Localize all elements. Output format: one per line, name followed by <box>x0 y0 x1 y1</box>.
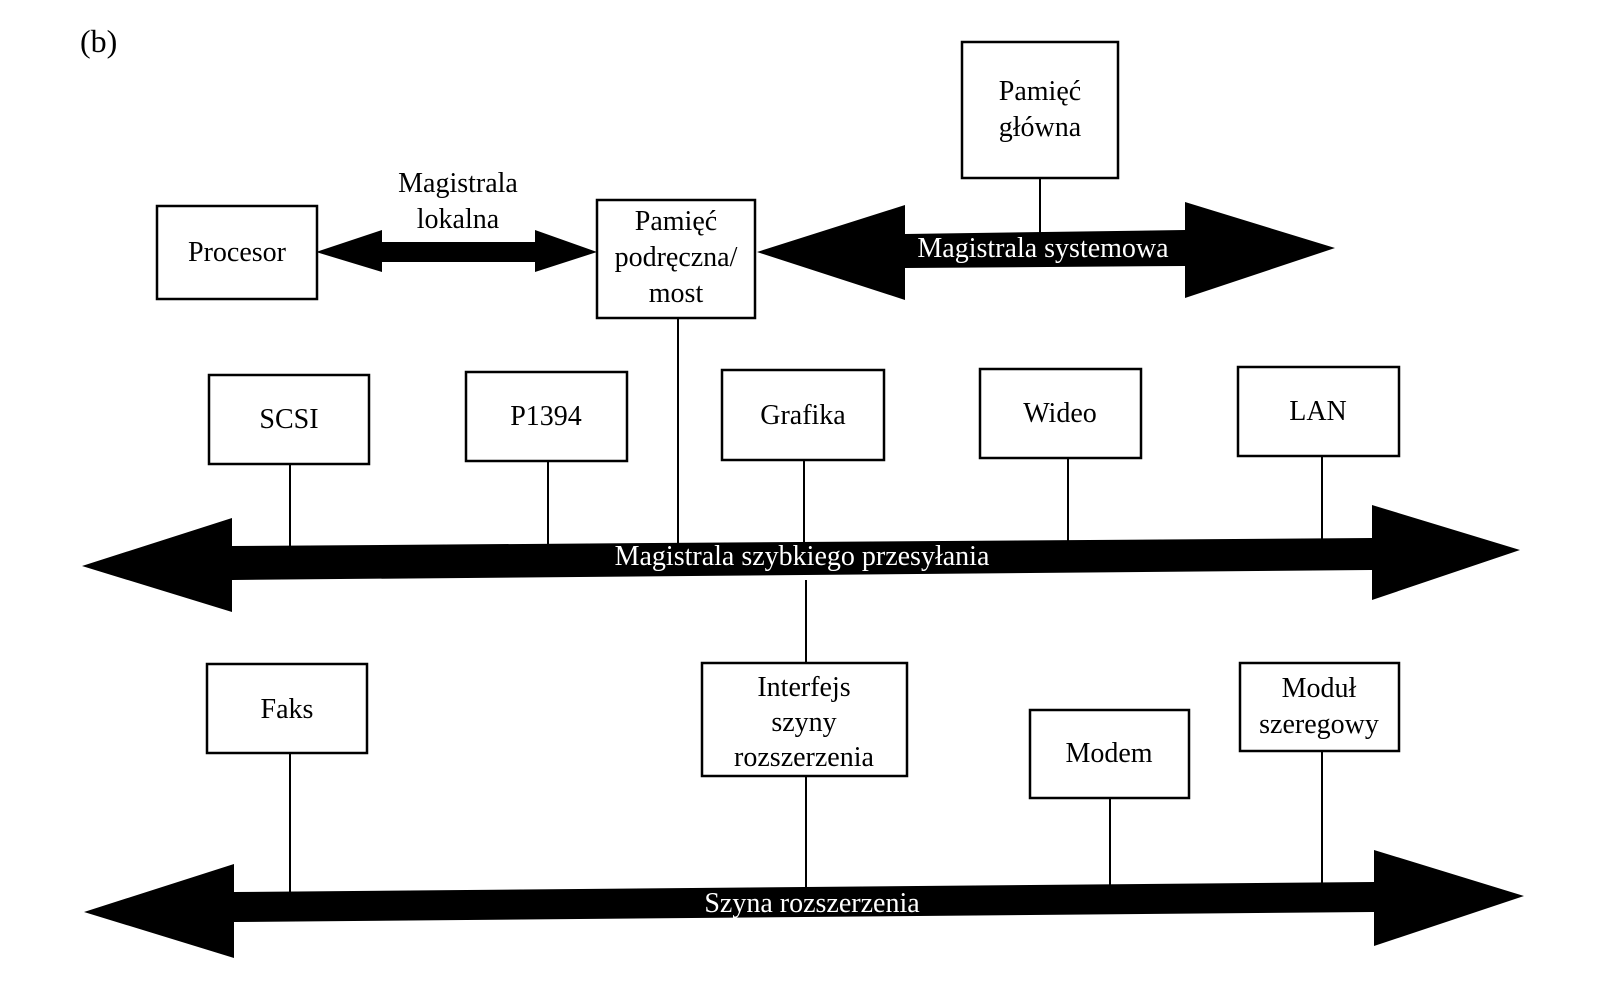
block-lan: LAN <box>1236 365 1401 458</box>
local-bus-label-line2: lokalna <box>417 204 500 235</box>
block-grafika: Grafika <box>720 368 886 462</box>
block-expansion-interface-line2: szyny <box>771 707 836 738</box>
block-grafika-label: Grafika <box>760 400 846 431</box>
block-p1394-label: P1394 <box>510 401 582 432</box>
block-procesor: Procesor <box>155 204 319 301</box>
block-faks-label: Faks <box>261 694 314 725</box>
block-procesor-label: Procesor <box>188 237 287 268</box>
block-serial-module-line1: Moduł <box>1282 673 1357 704</box>
figure-label: (b) <box>80 23 117 59</box>
block-cache-bridge-line3: most <box>649 278 704 309</box>
local-bus-label-line1: Magistrala <box>398 168 518 199</box>
block-expansion-interface-line3: rozszerzenia <box>734 742 874 773</box>
block-modem: Modem <box>1028 708 1191 800</box>
block-cache-bridge: Pamięć podręczna/ most <box>595 198 757 320</box>
block-faks: Faks <box>205 662 369 755</box>
block-p1394: P1394 <box>464 370 629 463</box>
block-cache-bridge-line1: Pamięć <box>635 206 717 237</box>
block-serial-module-line2: szeregowy <box>1259 709 1379 740</box>
block-main-memory-line2: główna <box>999 112 1082 143</box>
block-scsi-label: SCSI <box>259 404 318 435</box>
block-expansion-interface-line1: Interfejs <box>757 672 850 703</box>
block-main-memory-line1: Pamięć <box>999 76 1081 107</box>
block-scsi: SCSI <box>207 373 371 466</box>
system-bus-label: Magistrala systemowa <box>917 233 1169 264</box>
block-wideo-label: Wideo <box>1023 398 1097 429</box>
block-modem-label: Modem <box>1065 738 1152 769</box>
block-serial-module: Moduł szeregowy <box>1238 661 1401 753</box>
block-cache-bridge-line2: podręczna/ <box>615 242 738 273</box>
block-main-memory: Pamięć główna <box>960 40 1120 180</box>
block-lan-label: LAN <box>1289 396 1347 427</box>
highspeed-bus-arrow <box>82 505 1520 612</box>
block-wideo: Wideo <box>978 367 1143 460</box>
system-bus-arrow <box>757 202 1335 300</box>
block-expansion-interface: Interfejs szyny rozszerzenia <box>700 661 909 778</box>
expansion-bus-arrow <box>84 850 1524 958</box>
local-bus-arrow <box>316 230 597 272</box>
highspeed-bus-label: Magistrala szybkiego przesyłania <box>615 541 990 572</box>
expansion-bus-label: Szyna rozszerzenia <box>704 888 920 919</box>
